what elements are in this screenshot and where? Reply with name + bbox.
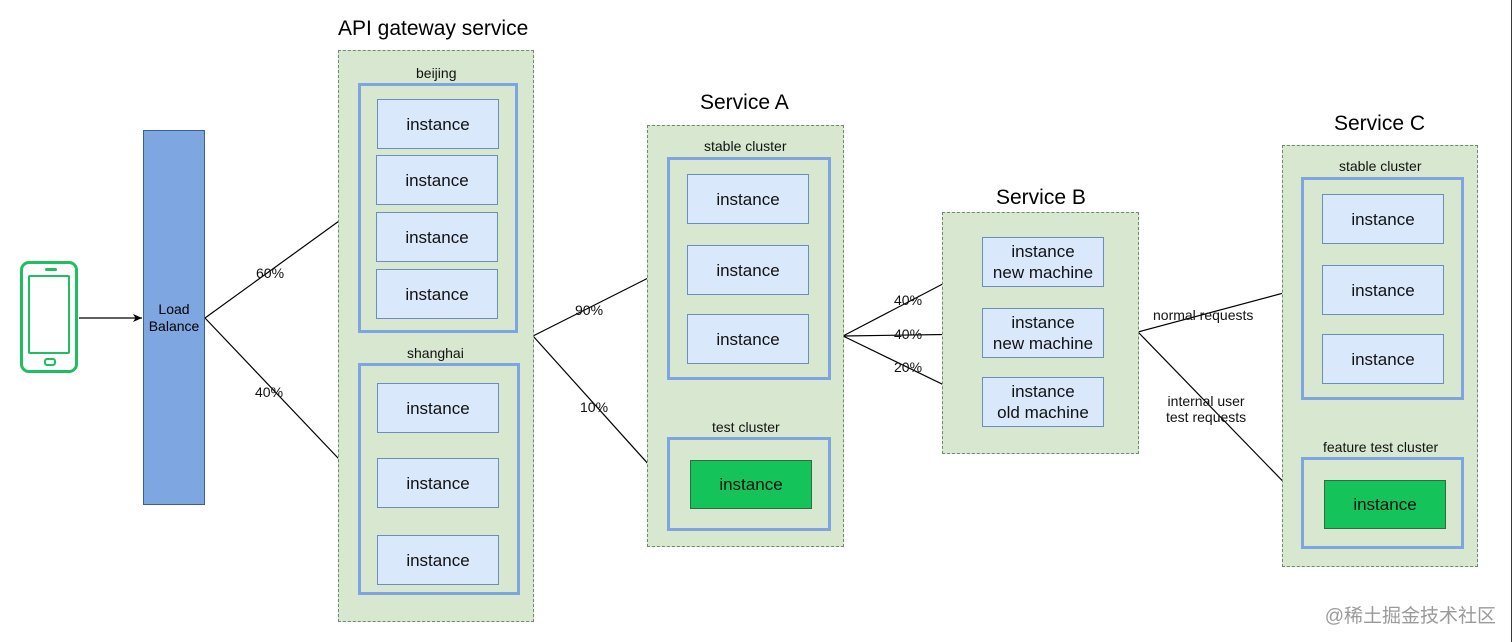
service-b-instance-2: instance new machine (982, 308, 1104, 358)
service-b-instance-3: instance old machine (982, 377, 1104, 427)
load-balancer-label-line2: Balance (148, 317, 200, 334)
service-b-instance-2-line2: new machine (992, 334, 1094, 353)
edge-label-b-c-internal-line2: test requests (1166, 409, 1247, 425)
service-c: stable cluster instance instance instanc… (1282, 145, 1478, 567)
service-b-instance-2-line1: instance (1011, 313, 1075, 332)
service-c-stable-cluster: instance instance instance (1301, 177, 1464, 400)
edge-b-c-internal (1137, 331, 1303, 502)
service-a: stable cluster instance instance instanc… (647, 125, 844, 547)
service-a-title: Service A (700, 91, 789, 114)
service-b-instance-1: instance new machine (982, 237, 1104, 287)
service-c-stable-instance-2: instance (1322, 265, 1444, 315)
service-b: instance new machine instance new machin… (942, 212, 1139, 454)
service-a-stable-label: stable cluster (704, 138, 787, 154)
service-a-test-instance: instance (690, 460, 812, 509)
service-c-stable-instance-1: instance (1322, 194, 1444, 244)
edge-label-lb-beijing: 60% (256, 265, 285, 281)
edge-gw-test (532, 335, 669, 487)
service-c-feature-label: feature test cluster (1323, 439, 1439, 455)
beijing-instance-3: instance (376, 212, 498, 262)
edge-lb-beijing (204, 207, 358, 319)
shanghai-instance-3: instance (377, 535, 499, 585)
service-a-stable-instance-3: instance (687, 314, 809, 364)
beijing-instance-1: instance (377, 99, 499, 149)
service-c-feature-cluster: instance (1301, 457, 1464, 549)
service-a-test-label: test cluster (712, 419, 780, 435)
edge-label-a-b3: 20% (894, 359, 923, 375)
edge-label-gw-stable: 90% (575, 302, 604, 318)
edge-label-a-b2: 40% (894, 326, 923, 342)
edge-label-lb-shanghai: 40% (255, 384, 284, 400)
edge-label-a-b1: 40% (894, 292, 923, 308)
watermark: @稀土掘金技术社区 (1324, 606, 1496, 627)
smartphone-icon (20, 261, 78, 373)
service-c-stable-instance-3: instance (1322, 334, 1444, 384)
beijing-instance-4: instance (376, 269, 498, 319)
service-b-instance-1-line2: new machine (992, 263, 1094, 282)
edge-b-c-normal (1137, 286, 1303, 333)
load-balancer-label-line1: Load (158, 300, 190, 317)
beijing-instance-2: instance (376, 155, 498, 205)
gateway-service: beijing instance instance instance insta… (338, 50, 534, 622)
beijing-cluster: instance instance instance instance (358, 83, 518, 333)
beijing-label: beijing (416, 65, 457, 81)
edge-lb-shanghai (204, 317, 358, 479)
service-c-stable-label: stable cluster (1339, 158, 1422, 174)
service-b-instance-1-line1: instance (1011, 242, 1075, 261)
edge-label-b-c-internal-line1: internal user (1167, 393, 1245, 409)
service-b-instance-3-line1: instance (1011, 382, 1075, 401)
service-a-stable-instance-2: instance (687, 245, 809, 295)
edge-label-b-c-normal: normal requests (1153, 307, 1254, 323)
shanghai-cluster: instance instance instance (358, 363, 520, 595)
edge-label-b-c-internal: internal user test requests (1166, 393, 1246, 425)
shanghai-instance-1: instance (377, 383, 499, 433)
phone-home-button (44, 358, 56, 366)
load-balancer: Load Balance (143, 130, 205, 505)
phone-screen (28, 275, 70, 354)
service-a-test-cluster: instance (667, 437, 831, 531)
edge-label-gw-test: 10% (580, 399, 609, 415)
gateway-title: API gateway service (338, 17, 529, 40)
service-a-stable-instance-1: instance (687, 174, 809, 224)
service-c-feature-instance: instance (1324, 480, 1446, 529)
service-b-instance-3-line2: old machine (997, 403, 1089, 422)
edge-gw-stable (532, 267, 669, 337)
service-b-title: Service B (996, 186, 1086, 209)
shanghai-label: shanghai (407, 345, 464, 361)
phone-speaker (45, 268, 57, 271)
service-c-title: Service C (1334, 112, 1426, 135)
shanghai-instance-2: instance (377, 458, 499, 508)
service-a-stable-cluster: instance instance instance (667, 157, 831, 380)
